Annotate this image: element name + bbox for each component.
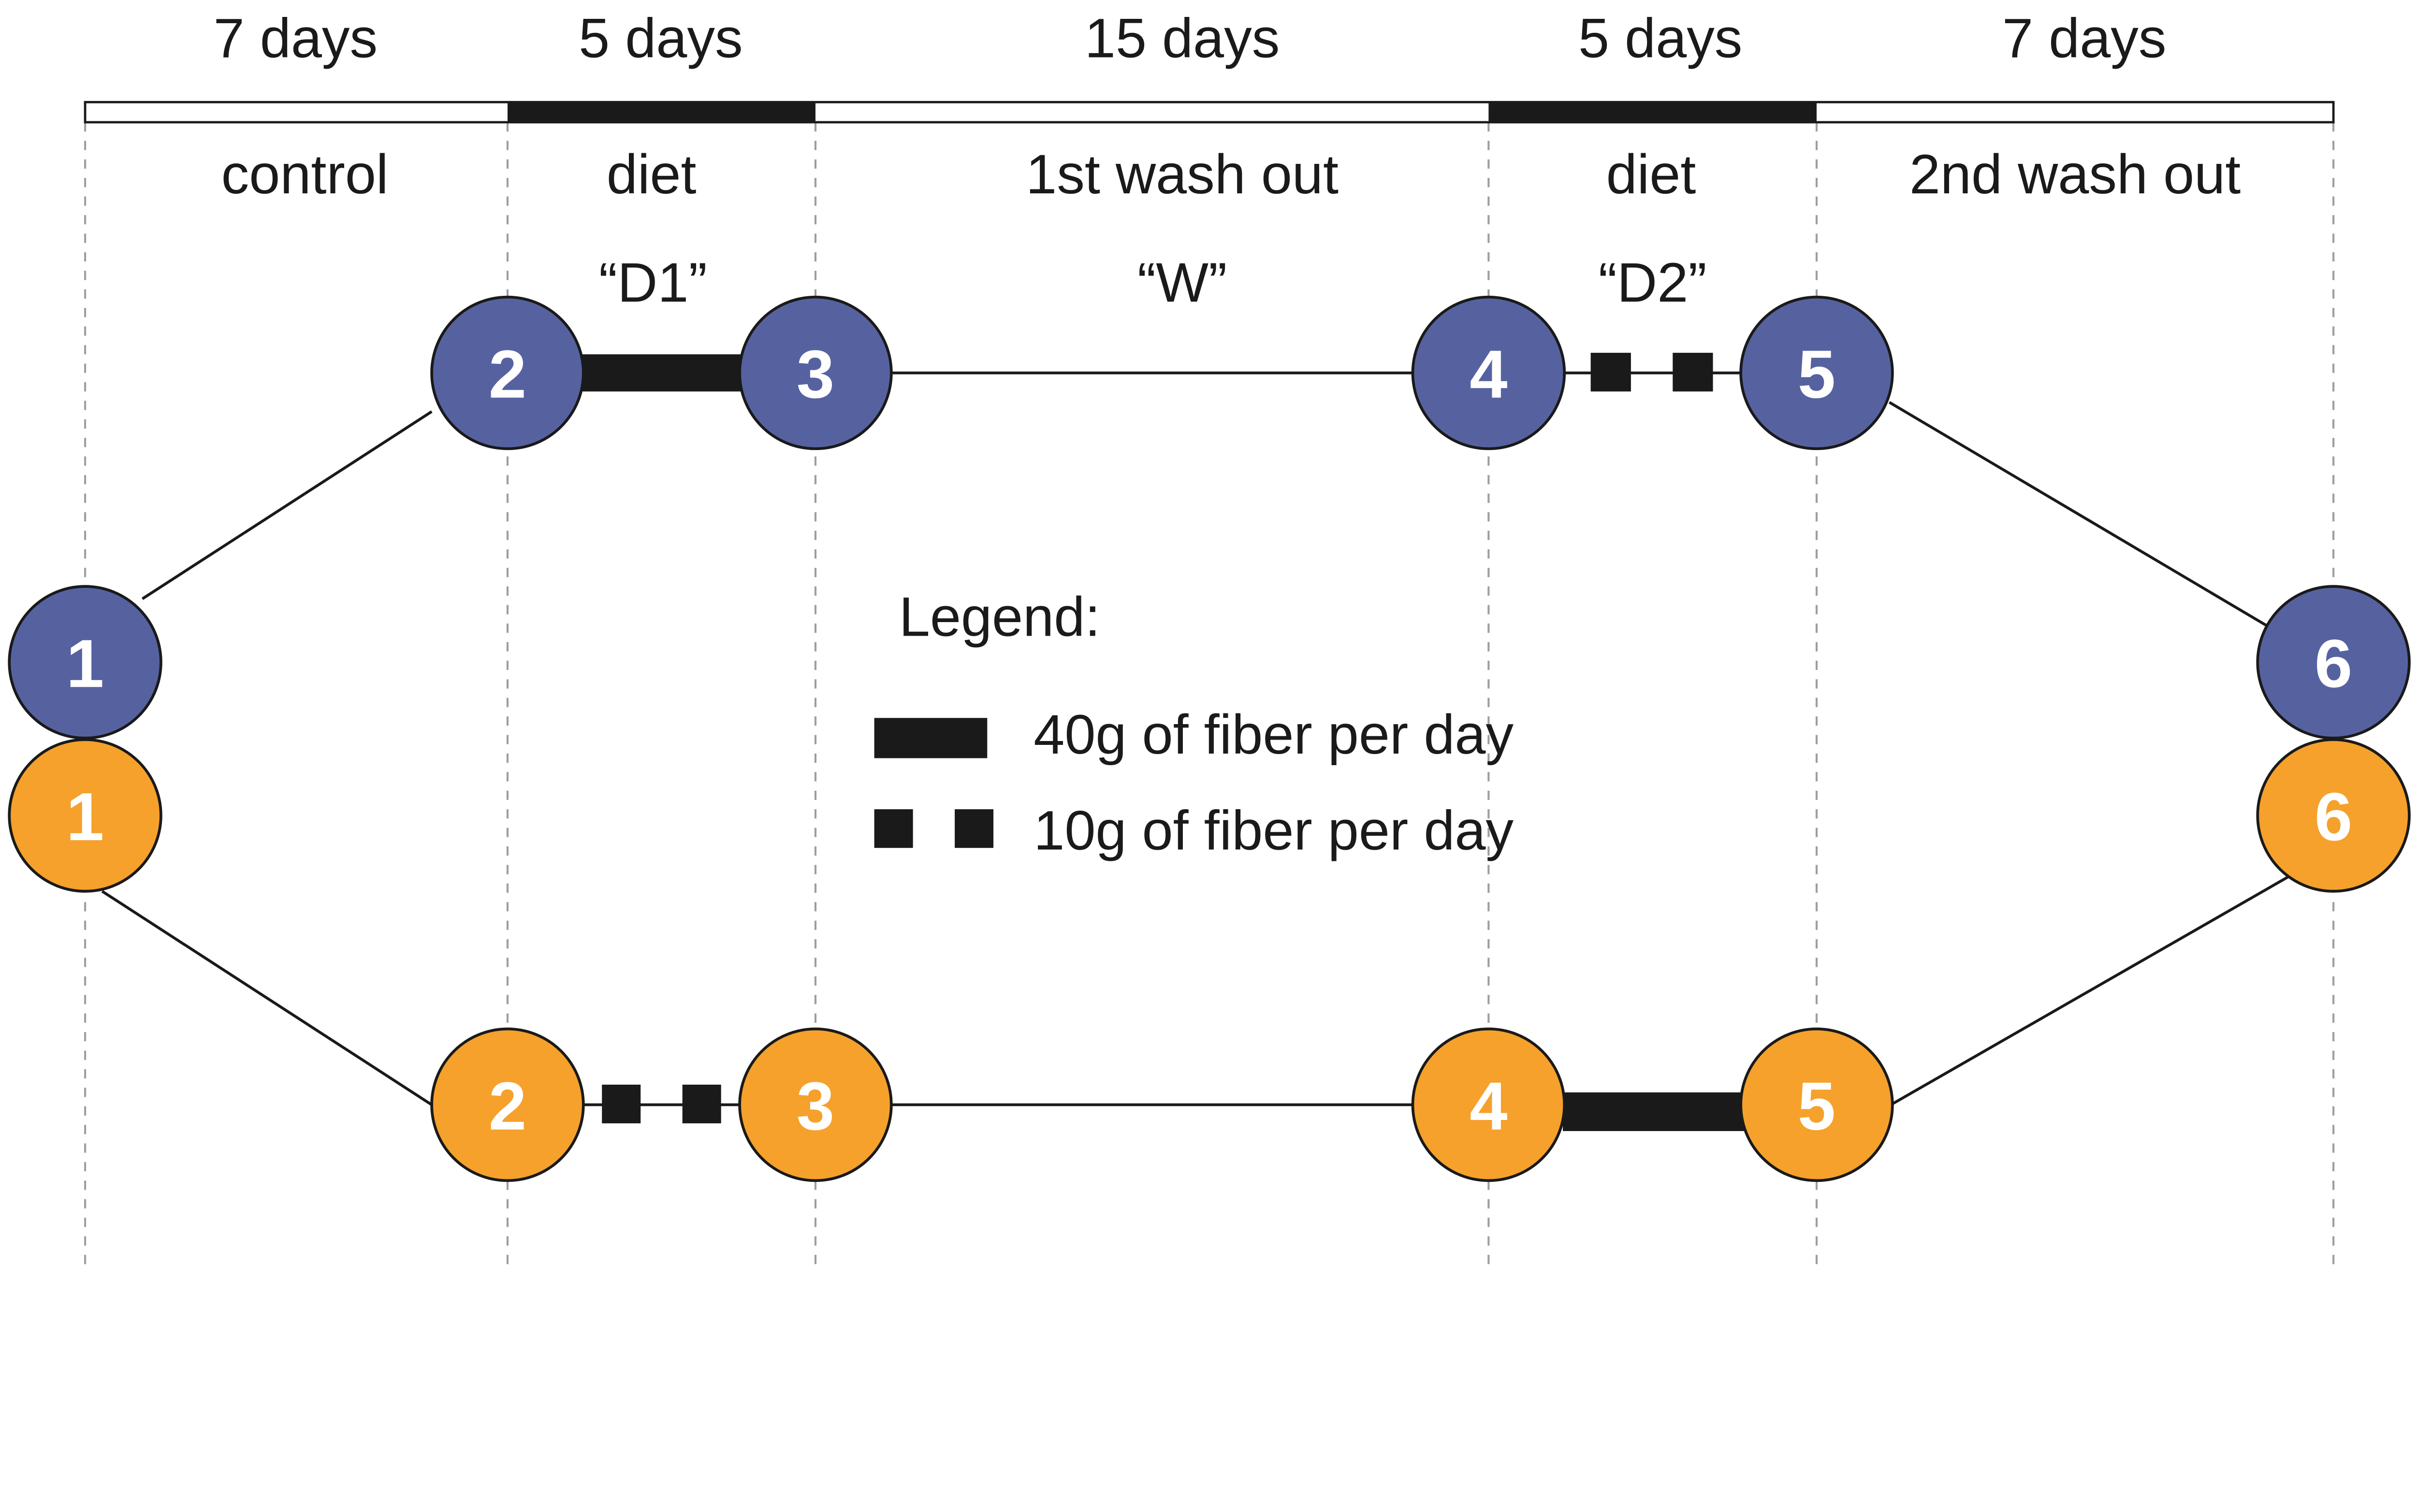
node-b-1: 1 bbox=[8, 738, 162, 893]
period-label: diet bbox=[607, 144, 697, 205]
high-fiber-bar-a bbox=[582, 354, 742, 392]
node-circle bbox=[430, 1027, 585, 1182]
period-label: control bbox=[221, 144, 389, 205]
legend-high-fiber-swatch bbox=[874, 718, 988, 758]
period-code: “W” bbox=[1137, 252, 1227, 314]
node-circle bbox=[738, 295, 893, 451]
node-label: 2 bbox=[489, 336, 526, 412]
node-label: 6 bbox=[2315, 625, 2352, 701]
node-circle bbox=[2256, 738, 2411, 893]
period-label: 1st wash out bbox=[1026, 144, 1339, 205]
node-b-5: 5 bbox=[1739, 1027, 1894, 1182]
legend: Legend: 40g of fiber per day 10g of fibe… bbox=[874, 586, 1514, 861]
duration-label: 7 days bbox=[2002, 7, 2166, 69]
low-fiber-square-b bbox=[602, 1084, 641, 1123]
connectors bbox=[101, 352, 2291, 1131]
connector-b-5-6 bbox=[1890, 874, 2291, 1106]
node-circle bbox=[1739, 295, 1894, 451]
low-fiber-square-b bbox=[682, 1084, 721, 1123]
timeline-bar bbox=[84, 101, 2335, 124]
node-a-5: 5 bbox=[1739, 295, 1894, 451]
node-circle bbox=[2256, 585, 2411, 740]
connector-b-1-2 bbox=[101, 890, 433, 1106]
node-label: 5 bbox=[1798, 1068, 1835, 1144]
legend-low-fiber-label: 10g of fiber per day bbox=[1034, 800, 1514, 861]
low-fiber-square-a bbox=[1673, 352, 1713, 392]
node-label: 6 bbox=[2315, 779, 2352, 855]
duration-label: 5 days bbox=[579, 7, 743, 69]
low-fiber-square-a bbox=[1590, 352, 1631, 392]
node-label: 1 bbox=[66, 779, 104, 855]
period-label: diet bbox=[1606, 144, 1696, 205]
node-label: 2 bbox=[489, 1068, 526, 1144]
timeline-diet2-segment bbox=[1488, 102, 1817, 122]
connector-a-1-2 bbox=[141, 410, 433, 600]
sampling-nodes: 1 2 3 4 5 6 1 2 3 4 5 6 bbox=[8, 295, 2411, 1182]
node-a-4: 4 bbox=[1411, 295, 1566, 451]
period-code: “D2” bbox=[1599, 252, 1707, 314]
period-labels: control diet 1st wash out diet 2nd wash … bbox=[221, 144, 2241, 205]
node-b-2: 2 bbox=[430, 1027, 585, 1182]
node-label: 4 bbox=[1470, 1068, 1507, 1144]
node-circle bbox=[8, 738, 162, 893]
connector-a-5-6 bbox=[1888, 401, 2270, 628]
node-circle bbox=[430, 295, 585, 451]
period-code: “D1” bbox=[599, 252, 707, 314]
node-circle bbox=[1739, 1027, 1894, 1182]
node-circle bbox=[1411, 1027, 1566, 1182]
legend-high-fiber-label: 40g of fiber per day bbox=[1034, 704, 1514, 766]
node-circle bbox=[738, 1027, 893, 1182]
node-circle bbox=[1411, 295, 1566, 451]
high-fiber-bar-b bbox=[1563, 1092, 1744, 1131]
diagram-canvas: 7 days 5 days 15 days 5 days 7 days cont… bbox=[8, 7, 2411, 1269]
legend-title: Legend: bbox=[899, 586, 1101, 648]
node-label: 3 bbox=[797, 336, 834, 412]
node-label: 4 bbox=[1470, 336, 1507, 412]
node-b-6: 6 bbox=[2256, 738, 2411, 893]
node-b-4: 4 bbox=[1411, 1027, 1566, 1182]
node-label: 1 bbox=[66, 625, 104, 701]
timeline-diet1-segment bbox=[507, 102, 815, 122]
timeline-outline bbox=[84, 101, 2335, 124]
node-a-3: 3 bbox=[738, 295, 893, 451]
study-design-diagram: 7 days 5 days 15 days 5 days 7 days cont… bbox=[8, 7, 2411, 1269]
duration-label: 5 days bbox=[1578, 7, 1742, 69]
legend-low-fiber-swatch bbox=[955, 809, 994, 848]
node-b-3: 3 bbox=[738, 1027, 893, 1182]
legend-low-fiber-swatch bbox=[874, 809, 913, 848]
node-a-1: 1 bbox=[8, 585, 162, 740]
node-a-6: 6 bbox=[2256, 585, 2411, 740]
period-codes: “D1” “W” “D2” bbox=[599, 252, 1707, 314]
node-a-2: 2 bbox=[430, 295, 585, 451]
duration-label: 7 days bbox=[214, 7, 378, 69]
node-label: 3 bbox=[797, 1068, 834, 1144]
period-label: 2nd wash out bbox=[1909, 144, 2241, 205]
duration-labels: 7 days 5 days 15 days 5 days 7 days bbox=[214, 7, 2167, 69]
node-circle bbox=[8, 585, 162, 740]
node-label: 5 bbox=[1798, 336, 1835, 412]
duration-label: 15 days bbox=[1085, 7, 1280, 69]
